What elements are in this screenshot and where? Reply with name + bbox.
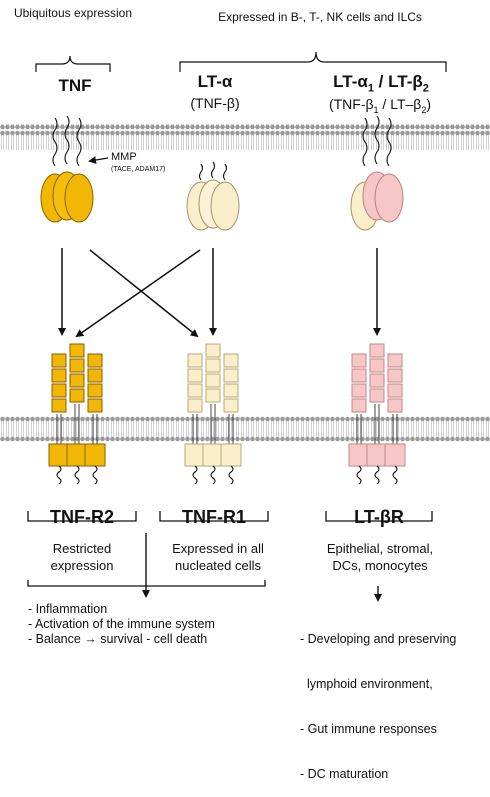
tnfr2-domain bbox=[69, 388, 85, 403]
tnfr2-bracket bbox=[27, 511, 137, 522]
tnfr2-domain bbox=[69, 358, 85, 373]
tnfr2-domain bbox=[69, 373, 85, 388]
tnfr1-tail bbox=[228, 465, 234, 485]
tnfr2-domain bbox=[87, 368, 103, 383]
ltbr-domain bbox=[351, 398, 367, 413]
lta-alias: (TNF-β) bbox=[190, 95, 240, 111]
tnfr1-domain bbox=[223, 353, 239, 368]
lta-tails bbox=[198, 161, 228, 181]
tnfr1-domain bbox=[223, 398, 239, 413]
tnfr1-domain bbox=[223, 383, 239, 398]
tnfr2-tail bbox=[92, 465, 98, 485]
tnfr2-domain bbox=[51, 398, 67, 413]
ltbr-domain bbox=[351, 368, 367, 383]
ltbr-tail bbox=[356, 465, 362, 485]
tnf-r2-desc: Restricted expression bbox=[50, 541, 114, 573]
lt-beta-r-desc: Epithelial, stromal, DCs, monocytes bbox=[326, 541, 434, 573]
tnfr2-domain bbox=[69, 343, 85, 358]
tnfr1-domain bbox=[187, 353, 203, 368]
ltbr-intracellular bbox=[384, 443, 406, 467]
ltbr-tail bbox=[392, 465, 398, 485]
tnfr1-tail bbox=[192, 465, 198, 485]
lta-trimer bbox=[186, 179, 240, 231]
diagram-canvas bbox=[0, 51, 490, 602]
tnfr2-intracellular bbox=[48, 443, 70, 467]
ltbr-domain bbox=[387, 398, 403, 413]
outcome-right-2: - Gut immune responses bbox=[300, 722, 437, 736]
tnfr1-domain bbox=[187, 368, 203, 383]
ltbr-domain bbox=[387, 353, 403, 368]
lta1b2-trimer bbox=[350, 171, 404, 231]
lt-beta-r-receptor bbox=[348, 343, 406, 485]
outcome-left-1: - Activation of the immune system bbox=[28, 617, 215, 631]
mmp-arrow bbox=[88, 156, 109, 164]
tnf-r1-desc: Expressed in all nucleated cells bbox=[172, 541, 264, 573]
tnf-r1-name: TNF-R1 bbox=[182, 507, 246, 527]
ltbr-domain bbox=[351, 353, 367, 368]
tnf-r1-receptor bbox=[184, 343, 242, 485]
outcome-left-2: - Balance → survival - cell death bbox=[28, 632, 208, 646]
tnfr1-intracellular bbox=[202, 443, 224, 467]
tnf-bracket bbox=[35, 55, 111, 72]
mmp-label: MMP bbox=[111, 151, 137, 163]
tnfr1-intracellular bbox=[184, 443, 206, 467]
tnfr1-tail bbox=[210, 465, 216, 485]
upper-membrane bbox=[0, 124, 490, 150]
outcome-right-1: lymphoid environment, bbox=[300, 677, 433, 691]
ltbr-intracellular bbox=[348, 443, 370, 467]
tnfr2-intracellular bbox=[84, 443, 106, 467]
tnfr1-domain bbox=[187, 398, 203, 413]
tnf-r2-name: TNF-R2 bbox=[50, 507, 114, 527]
outcome-left-0: - Inflammation bbox=[28, 602, 108, 616]
mmp-detail: (TACE, ADAM17) bbox=[111, 166, 166, 173]
tnfr2-domain bbox=[87, 353, 103, 368]
ltbr-intracellular bbox=[366, 443, 388, 467]
tnfr1-bracket bbox=[159, 511, 269, 522]
binding-arrows bbox=[58, 248, 381, 338]
ltbr-bracket bbox=[325, 511, 433, 522]
tnfr1-domain bbox=[205, 358, 221, 373]
ltbr-domain bbox=[369, 343, 385, 358]
tnfr2-tail bbox=[74, 465, 80, 485]
tnf-ligand-name: TNF bbox=[58, 76, 92, 95]
tnfr2-domain bbox=[51, 368, 67, 383]
tnf-trimer bbox=[40, 171, 94, 223]
outcome-right-3: - DC maturation bbox=[300, 767, 389, 781]
expressed-in-label: Expressed in B-, T-, NK cells and ILCs bbox=[218, 10, 422, 24]
ilc-bracket bbox=[179, 51, 447, 72]
tnfr2-domain bbox=[51, 383, 67, 398]
tnfr1-domain bbox=[205, 373, 221, 388]
tnfr2-intracellular bbox=[66, 443, 88, 467]
lta1b2-alias: (TNF-β1 / LT–β2) bbox=[328, 96, 432, 115]
tnfr2-domain bbox=[87, 383, 103, 398]
tnfr1-intracellular bbox=[220, 443, 242, 467]
lower-membrane bbox=[0, 416, 490, 442]
tnf-tails bbox=[52, 115, 82, 167]
tnfr1-domain bbox=[223, 368, 239, 383]
tnfr1-domain bbox=[205, 343, 221, 358]
lta1b2-ligand-name: LT-α1 / LT-β2 bbox=[333, 72, 429, 95]
lt-beta-r-name: LT-βR bbox=[354, 507, 404, 527]
ltbr-domain bbox=[387, 368, 403, 383]
tnfr2-domain bbox=[51, 353, 67, 368]
outcome-right-0: - Developing and preserving bbox=[300, 632, 457, 646]
lta-ligand-name: LT-α bbox=[197, 72, 233, 91]
tnf-r2-receptor bbox=[48, 343, 106, 485]
ltbr-domain bbox=[369, 388, 385, 403]
tnf-family-diagram: Ubiquitous expression Expressed in B-, T… bbox=[0, 6, 490, 781]
tnfr1-domain bbox=[187, 383, 203, 398]
lta1b2-tails bbox=[362, 115, 392, 167]
outcomes-right: - Developing and preserving lymphoid env… bbox=[300, 602, 456, 797]
ltbr-domain bbox=[351, 383, 367, 398]
ubiquitous-label: Ubiquitous expression bbox=[13, 6, 133, 20]
tnfr1-domain bbox=[205, 388, 221, 403]
tnfr2-tail bbox=[56, 465, 62, 485]
outcomes-left: - Inflammation - Activation of the immun… bbox=[28, 602, 215, 647]
ltbr-domain bbox=[369, 358, 385, 373]
tnfr2-domain bbox=[87, 398, 103, 413]
ltbr-domain bbox=[369, 373, 385, 388]
ltbr-tail bbox=[374, 465, 380, 485]
ltbr-domain bbox=[387, 383, 403, 398]
